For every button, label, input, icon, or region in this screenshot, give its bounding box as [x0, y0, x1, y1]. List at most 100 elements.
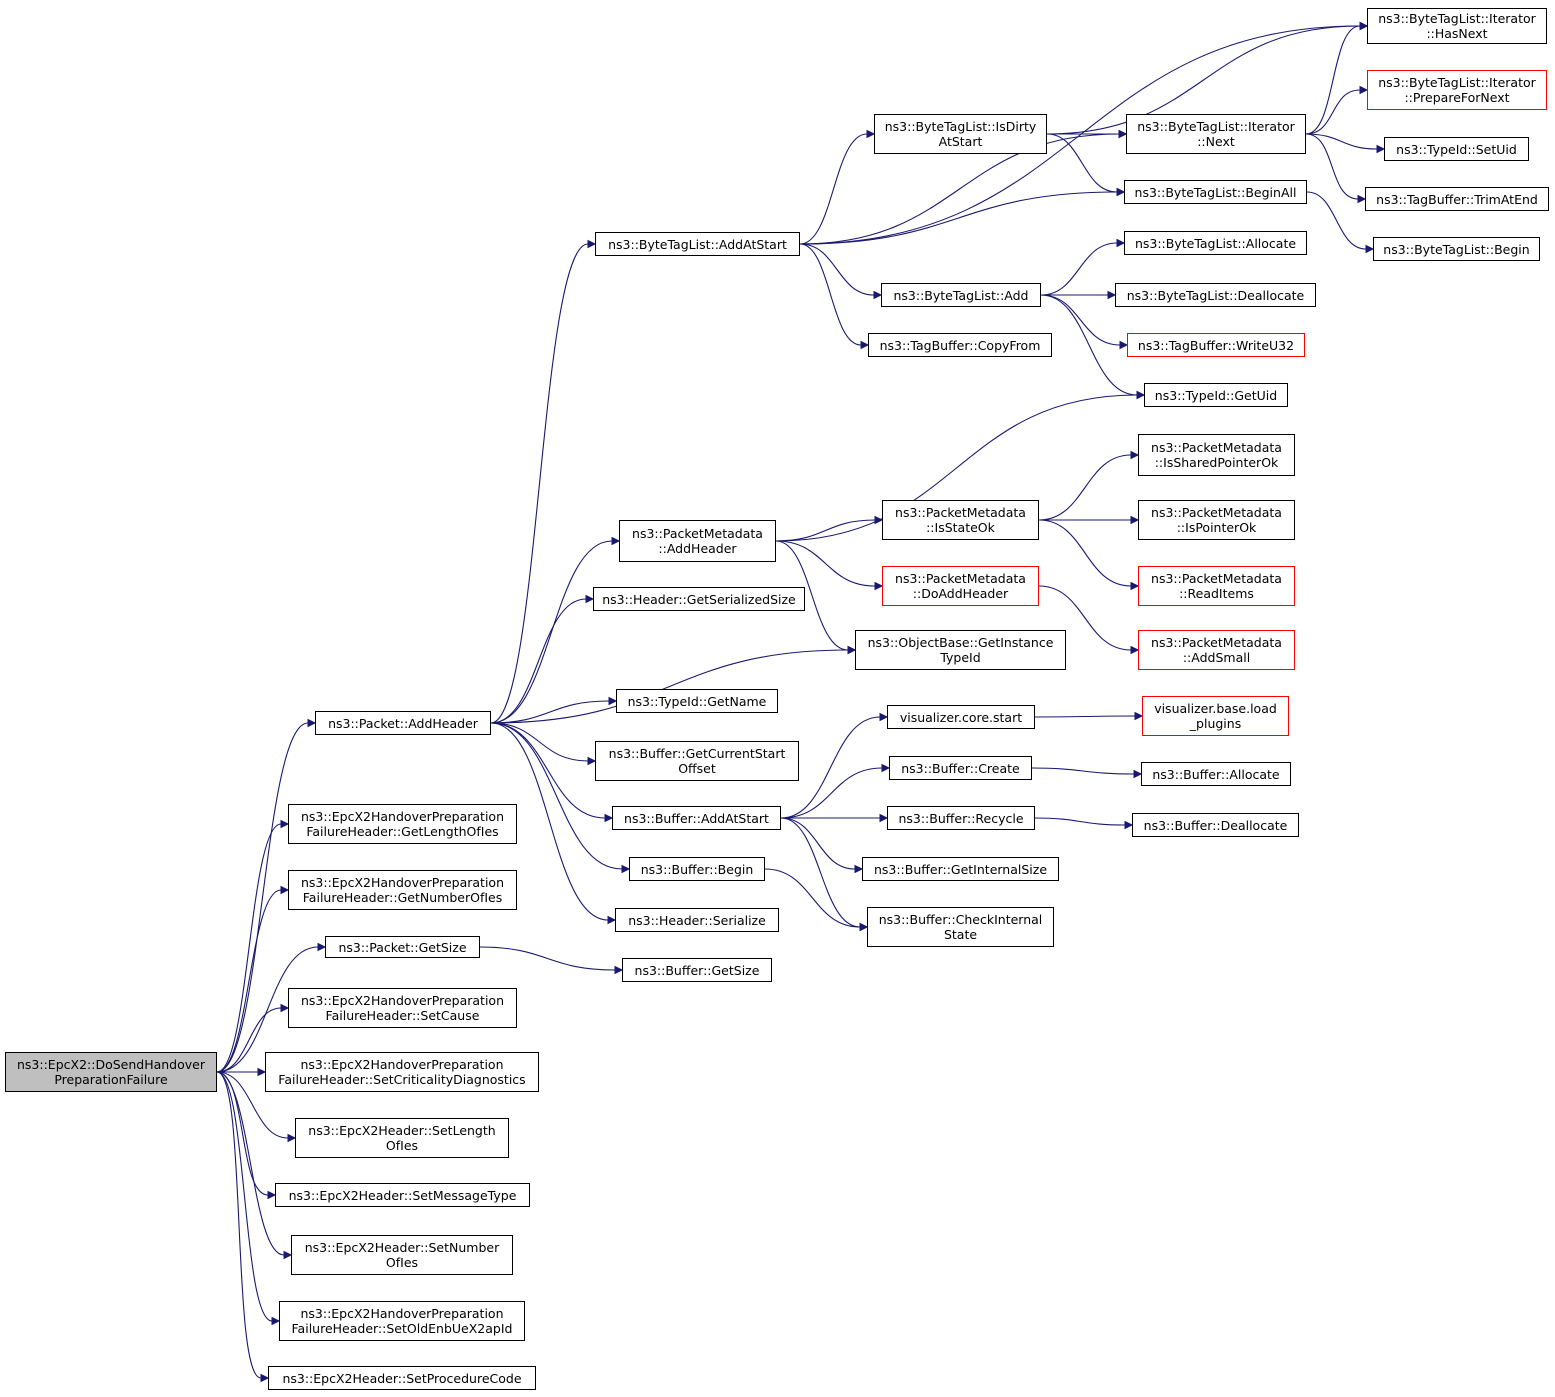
node-label-line: _plugins	[1189, 716, 1242, 731]
node-pm-doaddheader[interactable]: ns3::PacketMetadata::DoAddHeader	[882, 566, 1039, 606]
edge-root-to-setproc	[216, 1071, 262, 1379]
node-pm-issharedptr[interactable]: ns3::PacketMetadata::IsSharedPointerOk	[1138, 434, 1295, 476]
node-btl-add[interactable]: ns3::ByteTagList::Add	[881, 283, 1041, 307]
node-label-line: OfIes	[385, 1255, 419, 1270]
edge-btl_add-to-tb_writeu32	[1040, 294, 1121, 346]
node-btli-prepare[interactable]: ns3::ByteTagList::Iterator::PrepareForNe…	[1367, 70, 1547, 110]
node-pm-readitems[interactable]: ns3::PacketMetadata::ReadItems	[1138, 566, 1295, 606]
edge-buf_create-to-buf_allocate	[1031, 767, 1135, 775]
node-typeid-setuid[interactable]: ns3::TypeId::SetUid	[1384, 137, 1529, 161]
edge-packet_addheader-to-btl_addatstart	[490, 243, 589, 724]
node-pm-ispointerok[interactable]: ns3::PacketMetadata::IsPointerOk	[1138, 500, 1295, 540]
node-typeid-getname[interactable]: ns3::TypeId::GetName	[616, 689, 778, 713]
node-setproc[interactable]: ns3::EpcX2Header::SetProcedureCode	[268, 1366, 536, 1390]
node-buf-getinternal[interactable]: ns3::Buffer::GetInternalSize	[862, 857, 1059, 881]
edge-btl_addatstart-to-btl_isdirty	[799, 133, 868, 245]
edge-arrowhead	[854, 864, 864, 874]
edge-root-to-gn_ofies	[216, 889, 282, 1073]
edge-arrowhead	[1133, 769, 1143, 779]
node-label-line: AtStart	[938, 134, 983, 149]
edge-root-to-setnumber	[216, 1071, 285, 1256]
node-label-line: ns3::EpcX2HandoverPreparation	[300, 809, 505, 824]
node-pm-addheader[interactable]: ns3::PacketMetadata::AddHeader	[619, 520, 776, 562]
edge-root-to-packet_getsize	[216, 946, 319, 1073]
node-typeid-getuid[interactable]: ns3::TypeId::GetUid	[1144, 383, 1288, 407]
edge-root-to-setoldenb	[216, 1071, 273, 1322]
edge-arrowhead	[860, 340, 870, 350]
node-vis-base-load[interactable]: visualizer.base.load_plugins	[1142, 696, 1289, 736]
node-label-line: ns3::ByteTagList::Allocate	[1134, 235, 1297, 251]
node-btl-beginall[interactable]: ns3::ByteTagList::BeginAll	[1124, 180, 1307, 204]
node-tb-trimatend[interactable]: ns3::TagBuffer::TrimAtEnd	[1365, 187, 1549, 211]
node-btl-begin[interactable]: ns3::ByteTagList::Begin	[1373, 237, 1540, 261]
node-tb-writeu32[interactable]: ns3::TagBuffer::WriteU32	[1127, 333, 1305, 357]
edge-arrowhead	[879, 712, 889, 722]
edge-btl_addatstart-to-btli_hasnext	[799, 25, 1361, 245]
edge-pm_isstateok-to-pm_readitems	[1038, 519, 1132, 587]
node-label-line: ns3::TagBuffer::TrimAtEnd	[1376, 191, 1538, 207]
node-buf-allocate[interactable]: ns3::Buffer::Allocate	[1141, 762, 1291, 786]
node-label-line: ns3::ByteTagList::Add	[893, 287, 1029, 303]
node-packet-getsize[interactable]: ns3::Packet::GetSize	[325, 936, 480, 958]
node-buf-begin[interactable]: ns3::Buffer::Begin	[629, 857, 765, 881]
node-label-line: ns3::PacketMetadata	[1151, 571, 1282, 586]
node-label-line: ns3::Buffer::Create	[901, 760, 1020, 776]
node-btl-allocate[interactable]: ns3::ByteTagList::Allocate	[1124, 231, 1307, 255]
node-btl-deallocate[interactable]: ns3::ByteTagList::Deallocate	[1115, 283, 1316, 307]
edge-arrowhead	[881, 763, 891, 773]
node-header-serialize[interactable]: ns3::Header::Serialize	[615, 908, 779, 932]
node-setmsgtype[interactable]: ns3::EpcX2Header::SetMessageType	[275, 1183, 530, 1207]
node-label-line: ns3::TypeId::GetName	[627, 693, 767, 709]
edge-pm_addheader-to-pm_doaddheader	[775, 540, 876, 587]
node-label-line: ::IsStateOk	[926, 520, 995, 535]
edge-packet_getsize-to-buf_getsize	[479, 946, 616, 971]
node-btl-addatstart[interactable]: ns3::ByteTagList::AddAtStart	[595, 232, 800, 256]
edge-packet_addheader-to-buf_begin	[490, 722, 623, 870]
edge-arrowhead	[1119, 340, 1129, 350]
node-label-line: ns3::Buffer::AddAtStart	[624, 810, 769, 826]
node-label-line: ns3::EpcX2Header::SetLength	[308, 1123, 496, 1138]
node-label-line: ns3::Buffer::Deallocate	[1143, 817, 1288, 833]
edge-arrowhead	[260, 1373, 270, 1383]
edge-btl_addatstart-to-btli_next	[799, 133, 1120, 245]
edge-btl_isdirty-to-btl_beginall	[1046, 133, 1118, 193]
node-tb-copyfrom[interactable]: ns3::TagBuffer::CopyFrom	[868, 333, 1052, 357]
edge-arrowhead	[879, 813, 889, 823]
edge-btli_next-to-btli_hasnext	[1305, 25, 1361, 135]
node-label-line: ns3::Buffer::GetInternalSize	[873, 861, 1048, 877]
node-label-line: PreparationFailure	[54, 1072, 168, 1087]
node-label-line: ::IsPointerOk	[1176, 520, 1257, 535]
edge-arrowhead	[611, 536, 621, 546]
node-label-line: ::DoAddHeader	[912, 586, 1009, 601]
edge-root-to-gl_ofies	[216, 823, 282, 1073]
node-btli-next[interactable]: ns3::ByteTagList::Iterator::Next	[1126, 114, 1306, 154]
edge-arrowhead	[585, 594, 595, 604]
node-btli-hasnext[interactable]: ns3::ByteTagList::Iterator::HasNext	[1367, 8, 1547, 44]
node-buf-recycle[interactable]: ns3::Buffer::Recycle	[887, 806, 1035, 830]
node-header-getser[interactable]: ns3::Header::GetSerializedSize	[593, 587, 805, 611]
node-pm-isstateok[interactable]: ns3::PacketMetadata::IsStateOk	[882, 500, 1039, 540]
node-label-line: ns3::PacketMetadata	[895, 571, 1026, 586]
node-buf-getsize[interactable]: ns3::Buffer::GetSize	[622, 958, 772, 982]
edge-arrowhead	[280, 885, 290, 895]
node-packet-addheader[interactable]: ns3::Packet::AddHeader	[315, 711, 491, 735]
node-buf-addatstart[interactable]: ns3::Buffer::AddAtStart	[612, 806, 781, 830]
node-label-line: FailureHeader::SetCriticalityDiagnostics	[278, 1072, 526, 1087]
edge-arrowhead	[287, 1133, 297, 1143]
node-vis-core-start[interactable]: visualizer.core.start	[887, 705, 1035, 729]
node-pm-addsmall[interactable]: ns3::PacketMetadata::AddSmall	[1138, 630, 1295, 670]
node-buf-create[interactable]: ns3::Buffer::Create	[889, 756, 1032, 780]
edge-pm_addheader-to-ob_getinstance	[775, 540, 849, 651]
node-buf-deallocate[interactable]: ns3::Buffer::Deallocate	[1132, 813, 1299, 837]
